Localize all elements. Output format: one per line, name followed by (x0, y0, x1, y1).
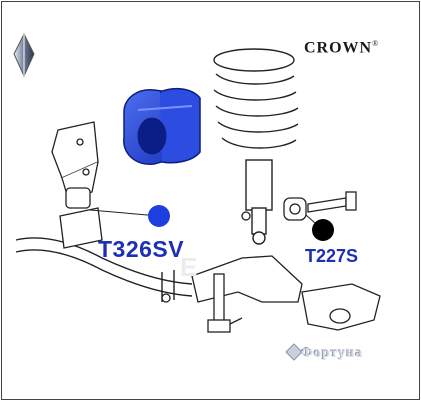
leader-line-t326sv (89, 209, 160, 217)
mounting-bracket (51, 121, 103, 249)
brand-logo: CROWN® (304, 39, 380, 57)
coil-spring-strut (213, 48, 299, 245)
stabilizer-bar (15, 237, 193, 302)
stabilizer-bushing-part (123, 87, 201, 165)
fortuna-diamond-icon (285, 343, 303, 361)
part-number-t227s: T227S (305, 246, 359, 266)
t326sv-marker-dot (148, 205, 170, 227)
faint-watermark-text: E (180, 252, 198, 282)
lower-control-arm (161, 211, 381, 333)
t227s-marker-dot (312, 219, 334, 241)
fortuna-watermark: Фортуна (301, 346, 364, 361)
logo-diamond-icon (13, 32, 35, 78)
part-number-t326sv: T326SV (98, 236, 185, 262)
shock-bushing-part (283, 191, 357, 221)
